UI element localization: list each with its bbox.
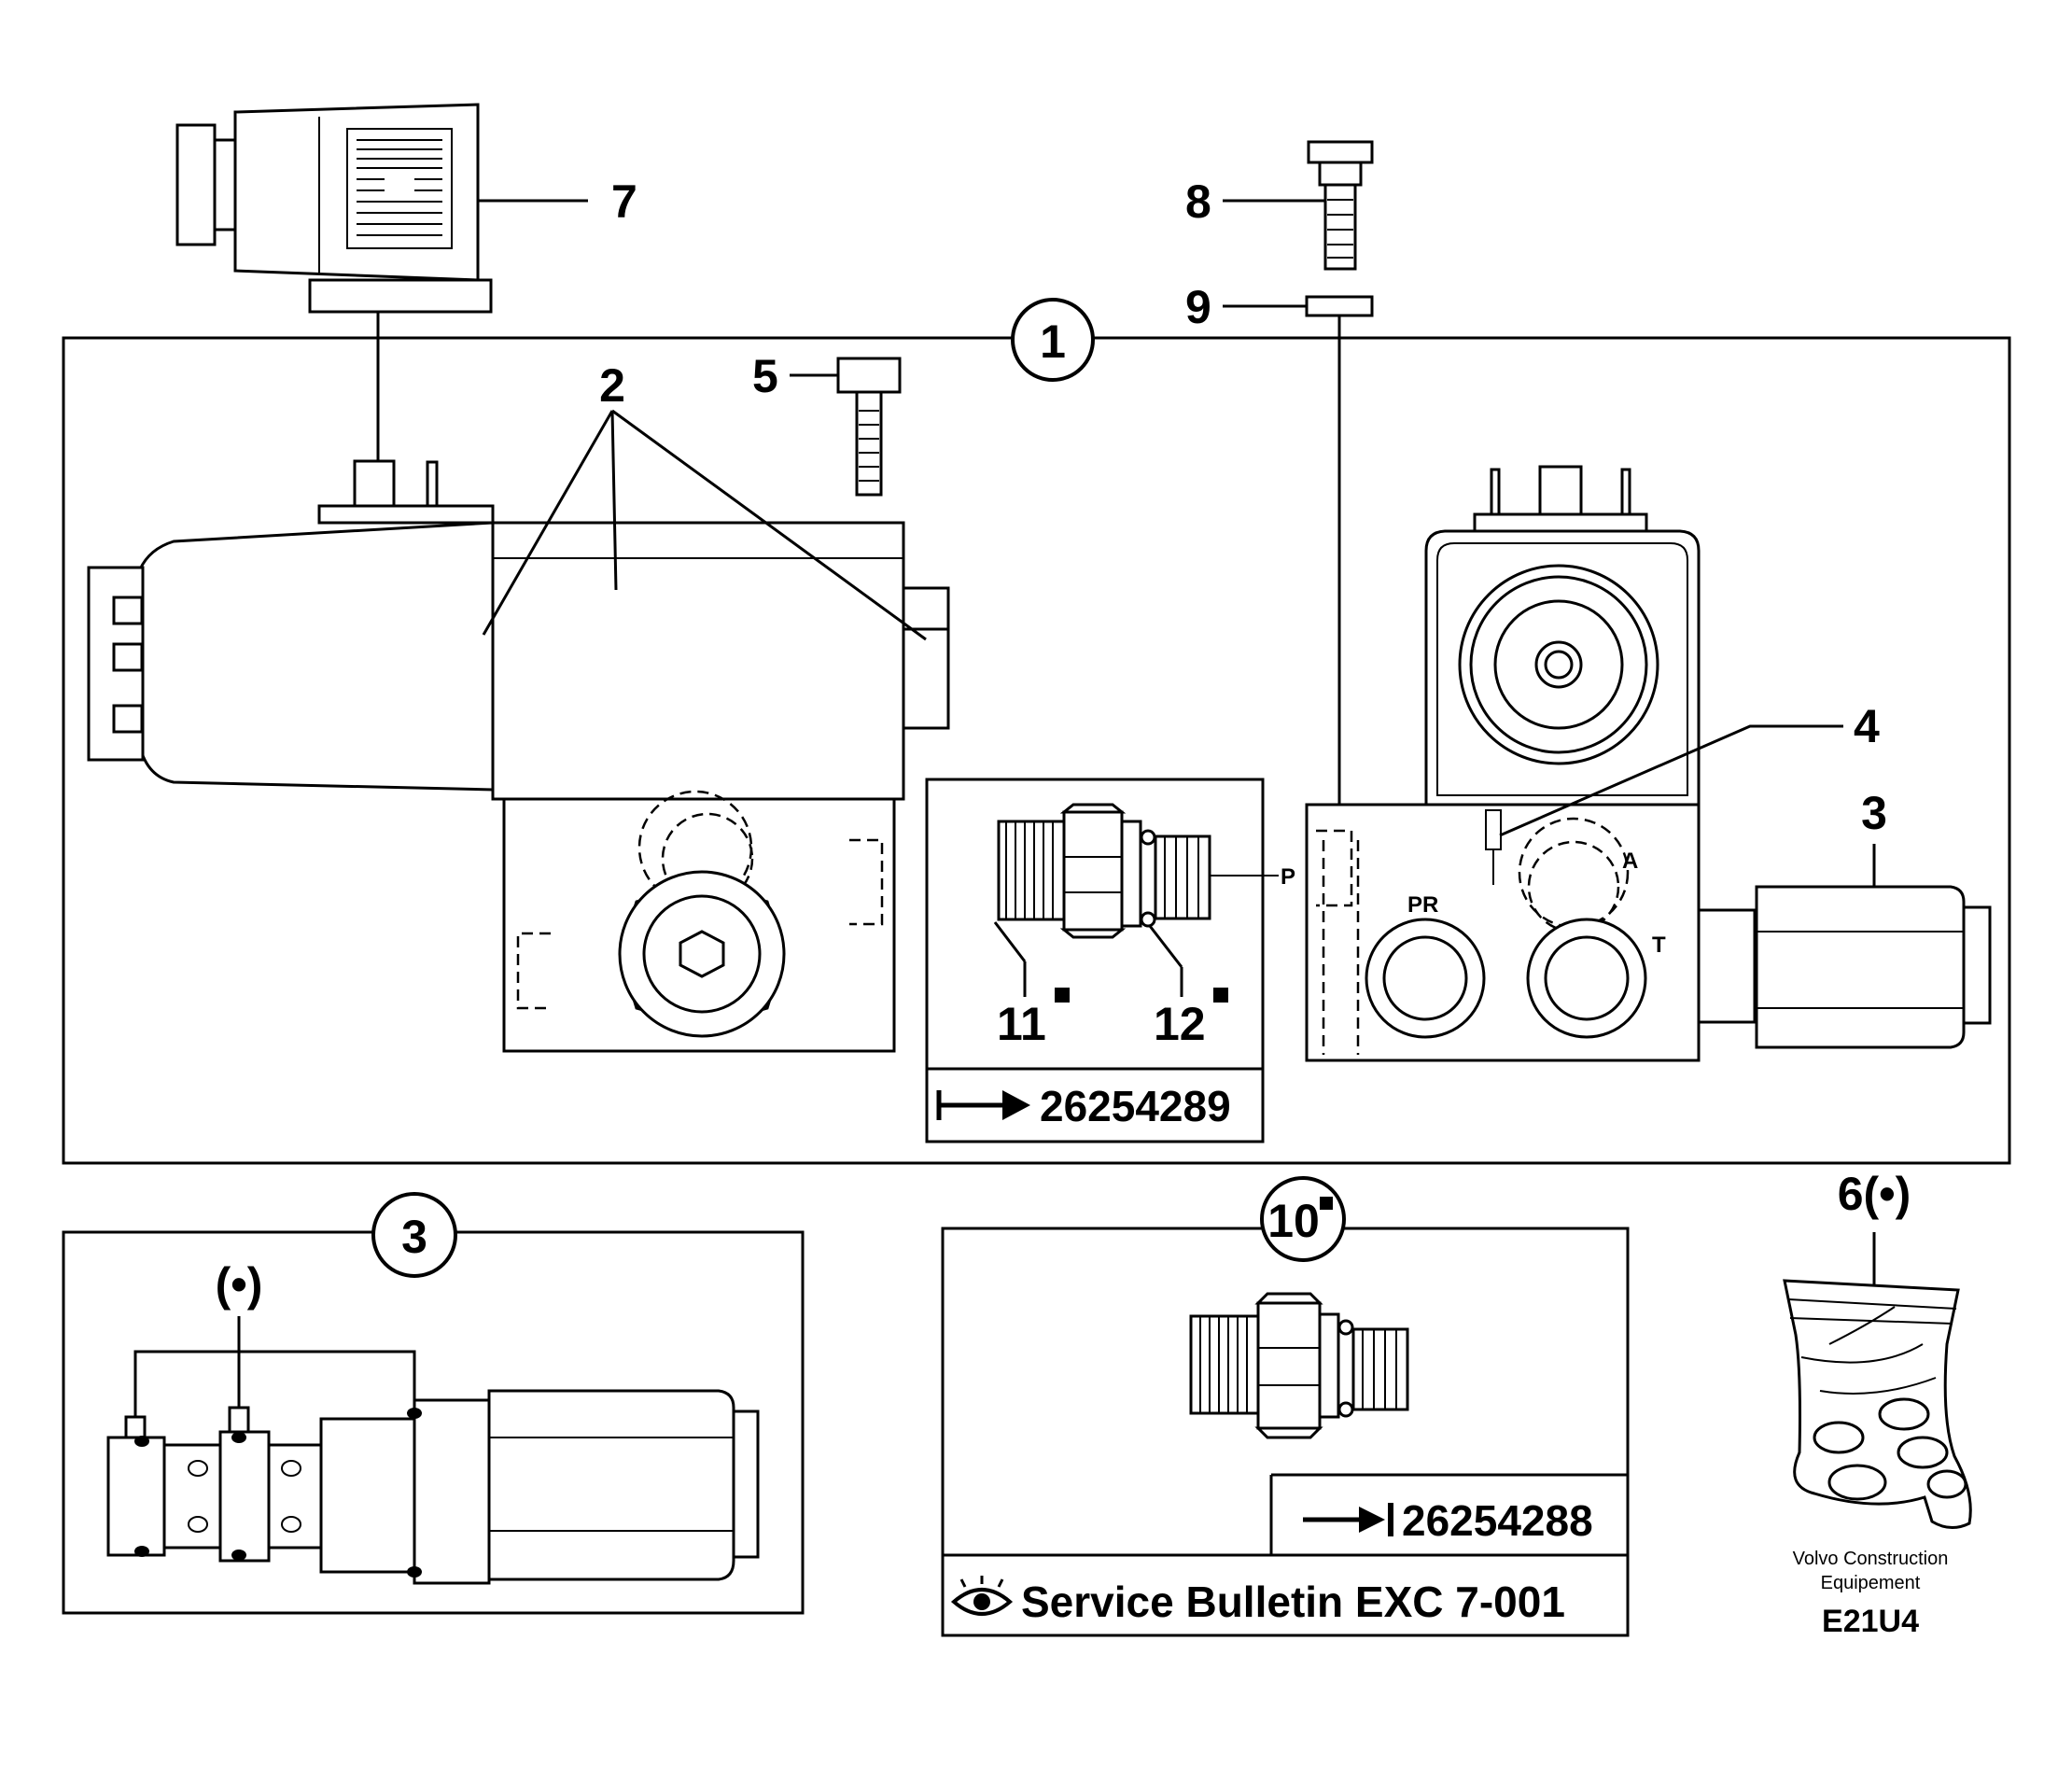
credit-line-1: Volvo Construction: [1793, 1549, 1949, 1569]
callout-11: 11: [997, 998, 1046, 1050]
kit-reference-a: 26254289: [1040, 1082, 1231, 1130]
seal-kit-box: P 11 12 26254289: [925, 778, 1295, 1143]
arrow-to-bar-icon: [1303, 1503, 1393, 1536]
callout-6: 6(•): [1838, 1168, 1911, 1220]
callout-10: 10: [1267, 1195, 1320, 1247]
port-t-label: T: [1652, 933, 1666, 958]
square-marker-icon: [1320, 1197, 1333, 1210]
kit-reference-b: 26254288: [1402, 1496, 1593, 1545]
callout-7: 7: [611, 175, 637, 228]
callout-1: 1: [1040, 316, 1066, 368]
adapter-fitting-10-icon: [1189, 1292, 1409, 1439]
screw-5-icon: [836, 357, 902, 497]
arrow-right-icon: [936, 1090, 1030, 1120]
port-p-label: P: [1281, 864, 1295, 890]
port-a-label: A: [1622, 848, 1638, 874]
connector-plug-icon: [175, 103, 493, 314]
callout-circle-1: [1011, 298, 1095, 382]
parts-bag-icon: [1783, 1279, 1972, 1529]
callout-12: 12: [1154, 998, 1206, 1050]
callout-9: 9: [1185, 281, 1211, 333]
port-pr-label: PR: [1407, 892, 1438, 918]
callout-5: 5: [752, 350, 778, 402]
callout-8: 8: [1185, 175, 1211, 228]
callout-4: 4: [1854, 700, 1880, 752]
bolt-8-icon: [1307, 140, 1374, 271]
callout-circle-3: [371, 1192, 457, 1278]
service-bulletin-reference: Service Bulletin EXC 7-001: [1021, 1578, 1565, 1626]
callout-2: 2: [599, 359, 625, 412]
callout-3-box: 3: [401, 1211, 427, 1263]
credit-line-2: Equipement: [1821, 1573, 1921, 1593]
square-marker-icon: [1055, 988, 1070, 1003]
adapter-fitting-icon: [997, 803, 1211, 939]
callout-3: 3: [1861, 787, 1887, 839]
solenoid-valve-right-icon: [1305, 465, 1992, 1062]
drawing-code: E21U4: [1822, 1604, 1919, 1639]
washer-9-icon: [1305, 295, 1374, 317]
solenoid-valve-left-icon: [87, 459, 950, 1053]
eye-icon: [950, 1576, 1014, 1616]
bullet-callout: (•): [216, 1258, 263, 1311]
square-marker-icon: [1213, 988, 1228, 1003]
cartridge-icon: [106, 1389, 760, 1585]
